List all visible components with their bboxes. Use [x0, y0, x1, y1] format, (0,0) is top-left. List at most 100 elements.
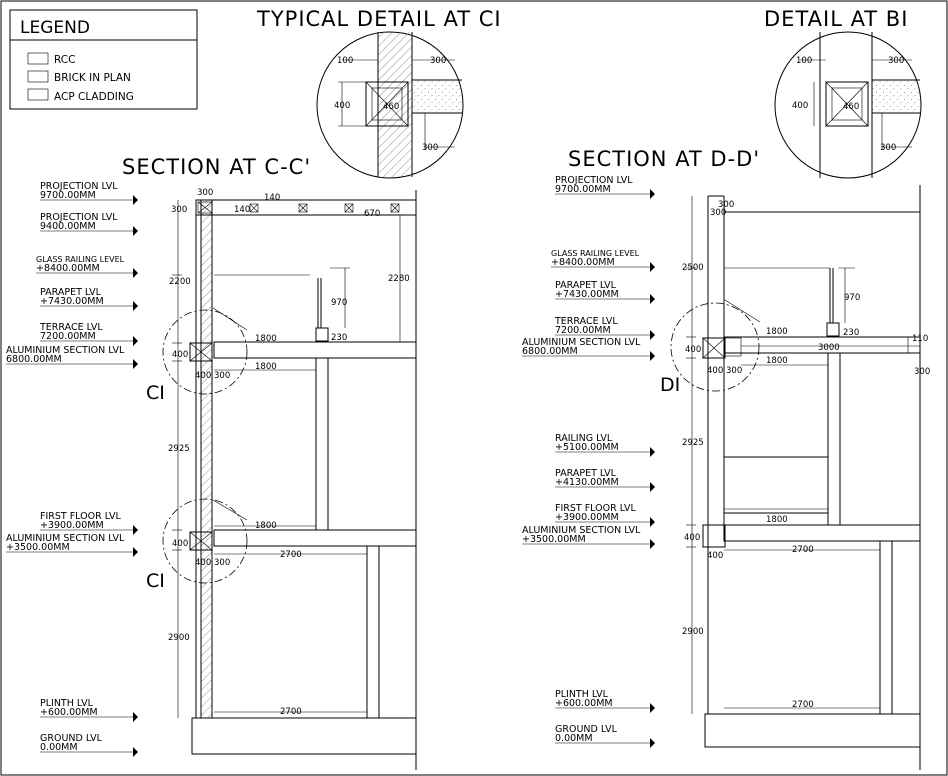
detail-bi-dim-300-bottom: 300: [880, 143, 896, 153]
detail-ci-aluminium-box: [365, 81, 409, 127]
detail-bi: 100 300 400 460 300: [774, 31, 922, 179]
dd-dim-970: 970: [844, 293, 860, 303]
cc-level-value-2: +8400.00MM: [36, 263, 100, 274]
cc-dim-2900: 2900: [168, 633, 190, 643]
dd-level-marker-7: [650, 517, 655, 527]
detail-bi-dim-460: 460: [843, 102, 859, 112]
dd-level-name-7: FIRST FLOOR LVL: [555, 503, 636, 514]
dd-dim-400-a: 400: [685, 345, 701, 355]
cc-level-marker-7: [133, 547, 138, 557]
section-dd-dimensions: 300 300 2500 970 1800 230 110 400 3000 1…: [660, 200, 930, 710]
cc-level-name-6: FIRST FLOOR LVL: [40, 511, 121, 522]
cc-dim-2200: 2200: [169, 277, 191, 287]
detail-ci-dim-300-bottom: 300: [422, 143, 438, 153]
cc-level-value-7: +3500.00MM: [6, 542, 70, 553]
cc-level-name-2: GLASS RAILING LEVEL: [36, 255, 125, 264]
cc-dim-300-left: 300: [171, 205, 187, 215]
dd-dim-300-b: 300: [726, 366, 742, 376]
dd-level-marker-9: [650, 703, 655, 713]
dd-level-value-5: +5100.00MM: [555, 442, 619, 453]
detail-bi-dim-100: 100: [796, 56, 812, 66]
cc-dim-400-a: 400: [172, 350, 188, 360]
dd-level-name-8: ALUMINIUM SECTION LVL: [522, 525, 641, 536]
dd-dim-230: 230: [843, 328, 859, 338]
dd-level-name-3: TERRACE LVL: [554, 316, 618, 327]
dd-level-marker-4: [650, 351, 655, 361]
cc-dim-670: 670: [364, 209, 380, 219]
dd-level-marker-8: [650, 539, 655, 549]
dd-level-marker-5: [650, 447, 655, 457]
cc-level-value-8: +600.00MM: [40, 707, 98, 718]
dd-level-marker-6: [650, 482, 655, 492]
detail-bi-dim-300-top: 300: [888, 56, 904, 66]
cc-level-name-7: ALUMINIUM SECTION LVL: [6, 533, 125, 544]
cc-dim-1800-c: 1800: [255, 521, 277, 531]
dd-level-name-4: ALUMINIUM SECTION LVL: [522, 337, 641, 348]
cc-level-marker-0: [133, 195, 138, 205]
dd-dim-1800-a: 1800: [766, 327, 788, 337]
dd-dim-2700-b: 2700: [792, 700, 814, 710]
cc-level-marker-1: [133, 226, 138, 236]
cc-level-value-4: 7200.00MM: [40, 331, 96, 342]
dd-level-value-10: 0.00MM: [555, 733, 593, 744]
legend-swatch-rcc: [27, 52, 49, 65]
dd-level-marker-10: [650, 738, 655, 748]
dd-level-name-0: PROJECTION LVL: [555, 175, 633, 186]
section-cc-detail-circle-lower: [162, 498, 248, 584]
dd-dim-3000: 3000: [818, 343, 840, 353]
cc-level-value-1: 9400.00MM: [40, 221, 96, 232]
cc-level-value-6: +3900.00MM: [40, 520, 104, 531]
cc-level-name-5: ALUMINIUM SECTION LVL: [6, 345, 125, 356]
cc-dim-300-top: 300: [197, 188, 213, 198]
detail-ci-dim-100: 100: [337, 56, 353, 66]
cc-level-value-0: 9700.00MM: [40, 190, 96, 201]
cc-dim-300-b: 300: [214, 371, 230, 381]
cc-level-marker-4: [133, 336, 138, 346]
cc-dim-400-c: 400: [172, 539, 188, 549]
cc-level-name-9: GROUND LVL: [40, 733, 103, 744]
title-detail-bi: DETAIL AT BI: [764, 7, 908, 31]
detail-bi-aluminium-box: [825, 81, 869, 127]
legend-frame: [9, 9, 198, 110]
cc-level-name-0: PROJECTION LVL: [40, 181, 118, 192]
cc-dim-230: 230: [331, 333, 347, 343]
dd-dim-1800-b: 1800: [766, 356, 788, 366]
detail-bi-dim-400: 400: [792, 101, 808, 111]
cc-level-name-3: PARAPET LVL: [40, 287, 102, 298]
legend-item-acp: ACP CLADDING: [54, 91, 134, 103]
dd-level-name-5: RAILING LVL: [555, 433, 613, 444]
cc-dim-400-d: 400: [195, 558, 211, 568]
section-cc-dimensions: 300 140 140 300 670 2200 2280 970 230 18…: [146, 188, 410, 717]
cc-level-value-3: +7430.00MM: [40, 296, 104, 307]
dd-level-marker-2: [650, 294, 655, 304]
dd-level-name-10: GROUND LVL: [555, 724, 618, 735]
dd-dim-400-c: 400: [684, 533, 700, 543]
dd-dim-2500: 2500: [682, 263, 704, 273]
dd-level-name-6: PARAPET LVL: [555, 468, 617, 479]
dd-level-value-7: +3900.00MM: [555, 512, 619, 523]
dd-level-value-8: +3500.00MM: [522, 534, 586, 545]
dd-dim-400-b: 400: [707, 366, 723, 376]
cc-dim-140-a: 140: [264, 193, 280, 203]
cc-level-value-9: 0.00MM: [40, 742, 78, 753]
dd-dim-400-d: 400: [707, 551, 723, 561]
cc-dim-970: 970: [331, 298, 347, 308]
detail-ci: 100 300 400 460 300: [316, 31, 464, 179]
dd-level-name-2: PARAPET LVL: [555, 280, 617, 291]
section-dd-detail-circle: [670, 302, 760, 392]
detail-ci-dim-400: 400: [334, 101, 350, 111]
dd-level-name-9: PLINTH LVL: [555, 689, 609, 700]
dd-level-value-0: 9700.00MM: [555, 184, 611, 195]
cc-dim-400-b: 400: [195, 371, 211, 381]
cc-dim-2925: 2925: [168, 444, 190, 454]
cc-level-name-8: PLINTH LVL: [40, 698, 94, 709]
dd-level-value-3: 7200.00MM: [555, 325, 611, 336]
dd-level-value-2: +7430.00MM: [555, 289, 619, 300]
title-section-dd: SECTION AT D-D': [568, 147, 760, 171]
dd-level-name-1: GLASS RAILING LEVEL: [551, 249, 640, 258]
legend-swatch-acp: [27, 88, 49, 101]
